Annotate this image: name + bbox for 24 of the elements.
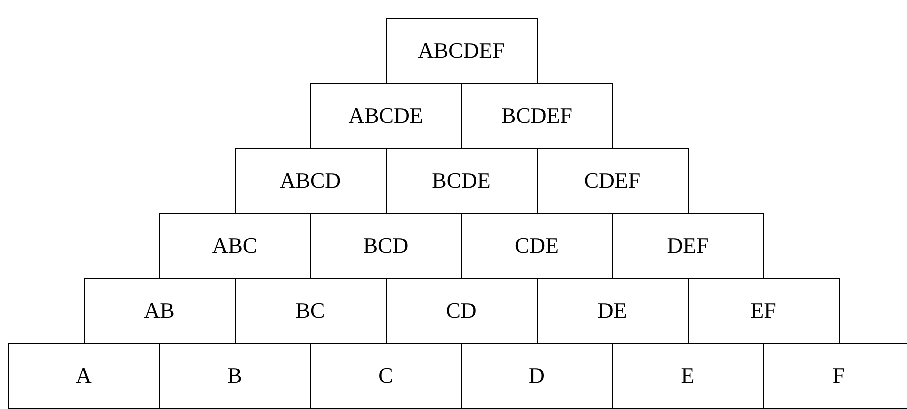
box-label: CDE: [515, 233, 559, 259]
box-label: F: [832, 363, 846, 389]
box-label: A: [76, 363, 92, 389]
box-label: CDEF: [584, 168, 641, 194]
box-label: DEF: [667, 233, 709, 259]
box-label: ABCD: [280, 168, 342, 194]
box-label: CD: [446, 298, 477, 324]
box-label: B: [228, 363, 242, 389]
pyramid-box: [386, 18, 538, 84]
box-label: AB: [144, 298, 175, 324]
box-label: BCDE: [432, 168, 491, 194]
box-label: D: [529, 363, 545, 389]
box-label: ABCDE: [348, 103, 424, 129]
box-label: BC: [296, 298, 326, 324]
box-label: E: [681, 363, 695, 389]
box-label: ABCDEF: [418, 38, 505, 64]
box-label: BCDEF: [502, 103, 572, 129]
box-label: C: [378, 363, 394, 389]
box-label: BCD: [363, 233, 409, 259]
pyramid-box: [8, 343, 160, 409]
box-label: DE: [598, 298, 628, 324]
pyramid-box: [763, 343, 907, 409]
box-label: ABC: [212, 233, 258, 259]
box-label: EF: [750, 298, 776, 324]
